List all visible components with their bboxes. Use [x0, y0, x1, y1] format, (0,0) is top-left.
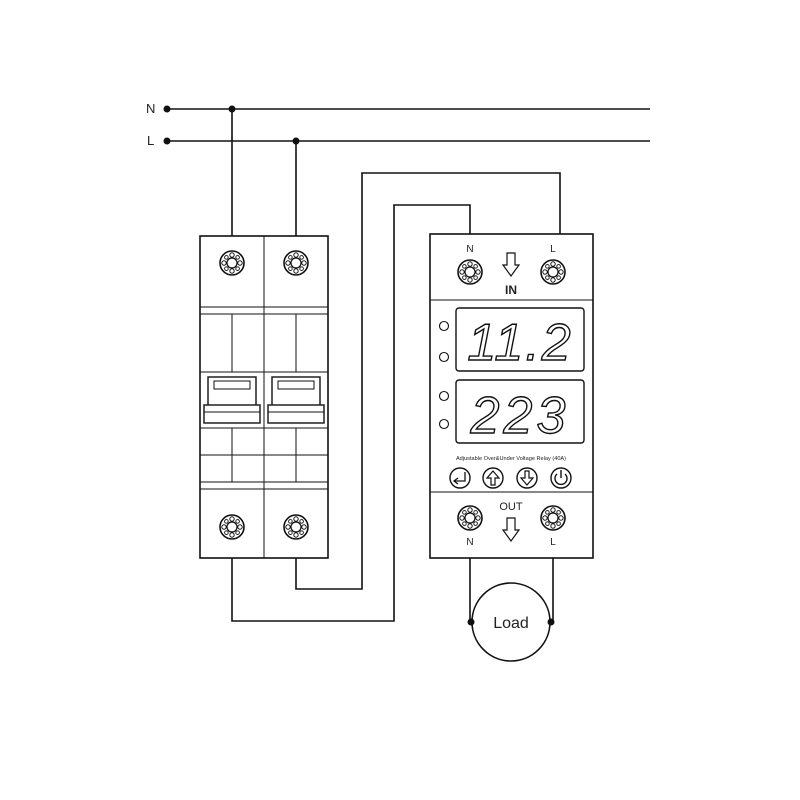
up-button[interactable] — [482, 467, 504, 489]
wiring — [231, 109, 561, 622]
enter-button[interactable] — [449, 467, 471, 489]
arrow-down-icon — [519, 470, 535, 486]
wire-breaker-neutral-to-relay-n — [231, 204, 471, 622]
voltage-relay: N L IN 11.2 223 Adjustable Over&Under Vo… — [429, 233, 594, 559]
enter-icon — [455, 472, 466, 482]
voltage-display — [455, 379, 585, 444]
relay-out-l-terminal-icon[interactable] — [540, 505, 566, 531]
breaker-terminal-top-left-icon[interactable] — [219, 250, 245, 276]
power-button[interactable] — [550, 467, 572, 489]
relay-out-l-label: L — [550, 537, 556, 548]
relay-out-label: OUT — [499, 501, 523, 513]
current-display-value: 11.2 — [467, 314, 572, 372]
voltage-display-value: 223 — [470, 387, 570, 445]
relay-in-label: IN — [505, 283, 517, 297]
breaker-terminal-bottom-right-icon[interactable] — [283, 514, 309, 540]
load-label: Load — [493, 615, 529, 632]
neutral-line-label: N — [146, 101, 155, 116]
circuit-breaker — [199, 235, 329, 559]
relay-out-n-terminal-icon[interactable] — [457, 505, 483, 531]
power-icon — [554, 473, 568, 486]
down-button[interactable] — [516, 467, 538, 489]
indicator-led-1 — [438, 320, 450, 332]
relay-caption: Adjustable Over&Under Voltage Relay (40A… — [456, 456, 566, 462]
supply-lines: N L — [146, 101, 650, 148]
relay-in-arrow-icon — [501, 252, 521, 278]
wire-breaker-live-to-relay-l — [295, 172, 561, 590]
relay-in-l-label: L — [550, 244, 556, 255]
relay-in-n-terminal-icon[interactable] — [457, 259, 483, 285]
load: Load — [467, 582, 555, 662]
indicator-led-3 — [438, 390, 450, 402]
arrow-up-icon — [485, 470, 501, 486]
relay-out-n-label: N — [466, 537, 473, 548]
load-terminal-left-dot — [467, 618, 475, 626]
indicator-led-2 — [438, 351, 450, 363]
live-line-label: L — [147, 133, 154, 148]
relay-out-arrow-icon — [501, 517, 521, 543]
breaker-terminal-top-right-icon[interactable] — [283, 250, 309, 276]
breaker-lever-left[interactable] — [203, 376, 261, 424]
load-terminal-right-dot — [547, 618, 555, 626]
relay-in-n-label: N — [466, 244, 473, 255]
current-display — [455, 307, 585, 372]
breaker-lever-right[interactable] — [267, 376, 325, 424]
indicator-led-4 — [438, 418, 450, 430]
relay-in-l-terminal-icon[interactable] — [540, 259, 566, 285]
breaker-terminal-bottom-left-icon[interactable] — [219, 514, 245, 540]
